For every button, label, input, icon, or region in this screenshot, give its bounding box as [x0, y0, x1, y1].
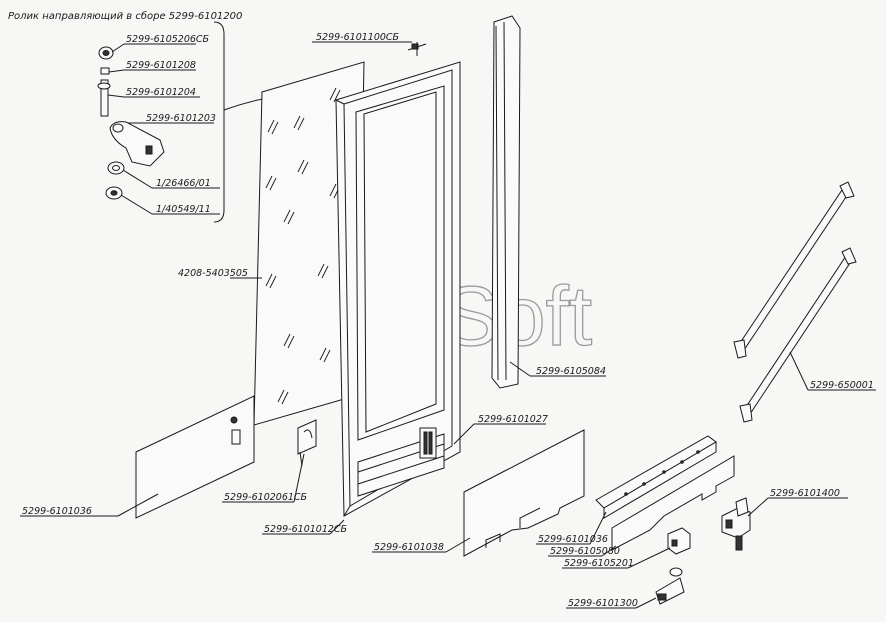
- nut-40549: [105, 186, 123, 200]
- label-6105080: 5299-6105080: [550, 546, 620, 557]
- bolt-6101100: [407, 42, 427, 56]
- label-6101036-right: 5299-6101036: [538, 534, 608, 545]
- label-6101400: 5299-6101400: [770, 488, 840, 499]
- leader-6101036a: [117, 493, 159, 517]
- washer-26466: [107, 161, 125, 175]
- label-6101208: 5299-6101208: [126, 60, 196, 71]
- assembly-bracket: [213, 21, 225, 223]
- roller-part-6105206: [98, 46, 114, 60]
- label-6101036-left: 5299-6101036: [22, 506, 92, 517]
- label-6105206: 5299-6105206СБ: [126, 34, 210, 45]
- support-rod-lower-650001: [739, 247, 857, 423]
- label-6105201: 5299-6105201: [564, 558, 634, 569]
- hinge-6102061: [297, 419, 317, 467]
- rail-6105080: [611, 455, 735, 551]
- label-6101100: 5299-6101100СБ: [316, 32, 400, 43]
- door-frame-6101012: [335, 61, 461, 517]
- label-6105084: 5299-6105084: [536, 366, 606, 377]
- leader-650001: [789, 351, 809, 391]
- lower-panel-left-6101036: [135, 395, 255, 519]
- roller-part-6101208: [100, 67, 110, 75]
- roller-bracket-6101203: [109, 121, 165, 167]
- label-40549: 1/40549/11: [156, 204, 211, 215]
- assembly-title: Ролик направляющий в сборе 5299-6101200: [8, 10, 242, 22]
- leader-6101012: [329, 519, 345, 535]
- lock-6101300: [655, 567, 685, 605]
- label-26466: 1/26466/01: [156, 178, 211, 189]
- leader-6101036b: [589, 511, 607, 545]
- roller-axle-6101204: [97, 79, 111, 117]
- block-6105201: [667, 527, 691, 555]
- label-6101300: 5299-6101300: [568, 598, 638, 609]
- label-650001: 5299-650001: [810, 380, 874, 391]
- leader-6101027: [453, 423, 475, 445]
- label-6101204: 5299-6101204: [126, 87, 196, 98]
- support-rod-upper-650001: [733, 181, 855, 359]
- leader-6105201: [627, 547, 671, 569]
- rail-6101036-right: [595, 435, 717, 519]
- label-6101012: 5299-6101012СБ: [264, 524, 348, 535]
- label-5403505: 4208-5403505: [178, 268, 248, 279]
- leader-6101038: [445, 537, 471, 553]
- leader-6105080: [601, 545, 617, 557]
- seal-strip-6105084: [491, 15, 521, 389]
- leader-6101400: [747, 497, 769, 517]
- label-6101203: 5299-6101203: [146, 113, 216, 124]
- label-6102061: 5299-6102061СБ: [224, 492, 308, 503]
- lower-panel-6101038: [463, 429, 585, 557]
- label-6101027: 5299-6101027: [478, 414, 548, 425]
- leader-6101300: [635, 597, 657, 609]
- leader-6105084: [509, 361, 531, 377]
- label-6101038: 5299-6101038: [374, 542, 444, 553]
- leader-6102061: [293, 453, 305, 503]
- latch-6101400: [721, 497, 751, 551]
- roller-leaders: [107, 43, 220, 215]
